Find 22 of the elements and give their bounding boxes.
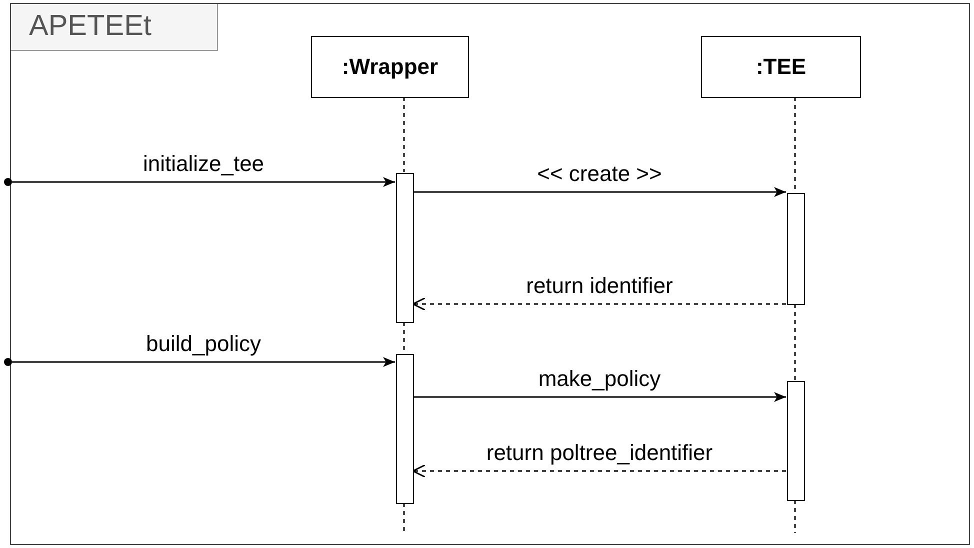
frame-title: APETEEt	[29, 10, 152, 43]
lifeline	[794, 97, 796, 192]
lifeline	[794, 304, 796, 380]
activation-bar	[787, 381, 805, 501]
start-dot	[4, 178, 12, 186]
lifeline-head	[701, 36, 861, 98]
message-arrow	[413, 392, 786, 402]
return-arrow	[412, 297, 786, 311]
lifeline-head	[311, 36, 469, 98]
message-arrow	[413, 187, 786, 197]
message-arrow	[12, 357, 395, 367]
lifeline	[403, 322, 405, 353]
lifeline	[403, 97, 405, 172]
activation-bar	[396, 354, 414, 504]
lifeline-name: :TEE	[756, 54, 806, 80]
activation-bar	[787, 193, 805, 305]
return-arrow	[412, 464, 786, 478]
message-arrow	[12, 177, 395, 187]
lifeline-name: :Wrapper	[342, 54, 438, 80]
activation-bar	[396, 173, 414, 323]
start-dot	[4, 358, 12, 366]
sequence-frame	[10, 3, 970, 545]
